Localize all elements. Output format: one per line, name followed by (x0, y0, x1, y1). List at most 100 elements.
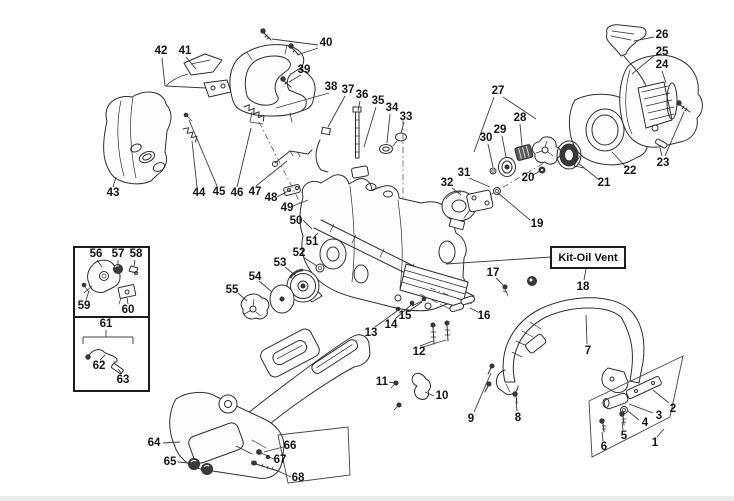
part-number-label: 56 (90, 248, 103, 260)
leader-line (284, 266, 297, 277)
part-number-label: 30 (480, 132, 493, 144)
part-number-label: 5 (621, 430, 628, 442)
part-number-label: 61 (100, 318, 113, 330)
part-number-label: 52 (293, 247, 306, 259)
part-air-filter-cover (103, 91, 172, 185)
leader-line (495, 277, 506, 288)
leader-line (126, 297, 129, 305)
leader-line (502, 96, 537, 120)
part-number-label: 49 (281, 202, 294, 214)
part-number-label: 31 (458, 167, 471, 179)
part-number-label: 64 (148, 437, 161, 449)
leader-line (664, 111, 685, 157)
kit-oil-vent-callout: Kit-Oil Vent (445, 246, 626, 269)
part-number-label: 3 (656, 410, 662, 422)
part-number-label: 39 (298, 64, 311, 76)
leader-line (99, 354, 106, 361)
leader-line (177, 461, 190, 464)
leader-line (275, 92, 330, 109)
part-number-label: 6 (601, 441, 607, 453)
leader-line (133, 259, 136, 267)
part-number-label: 60 (122, 304, 135, 316)
leader-line (263, 446, 284, 453)
leader-line (357, 100, 361, 112)
leader-line (515, 400, 518, 412)
leader-line (621, 421, 624, 431)
part-number-label: 8 (515, 412, 522, 424)
leader-line (276, 189, 291, 198)
leader-line (292, 199, 309, 207)
part-number-label: 18 (577, 281, 590, 293)
part-number-label: 62 (93, 360, 106, 372)
part-number-label: 24 (656, 59, 669, 71)
part-number-label: 27 (492, 85, 505, 97)
image-footer-strip (0, 496, 734, 501)
part-starter-assembly (556, 24, 703, 170)
part-number-label: 2 (670, 403, 676, 415)
leader-line (237, 292, 248, 302)
leader-line (419, 340, 434, 347)
leader-line (271, 38, 319, 46)
leader-line (255, 160, 288, 187)
leader-line (363, 106, 377, 148)
leader-line (469, 307, 479, 313)
part-front-handlebar (484, 297, 684, 458)
part-number-label: 19 (531, 218, 544, 230)
part-number-label: 68 (292, 472, 305, 484)
leader-line (162, 441, 181, 444)
leader-line (112, 176, 117, 188)
leader-line (601, 431, 604, 442)
leader-line (422, 339, 447, 348)
part-number-label: 34 (386, 102, 399, 114)
part-number-label: 40 (320, 37, 333, 49)
kit-callout-box (550, 246, 626, 269)
part-number-label: 7 (585, 345, 591, 357)
part-number-label: 26 (656, 29, 669, 41)
part-number-label: 36 (356, 89, 369, 101)
part-number-label: 1 (652, 437, 659, 449)
leader-line (164, 85, 207, 89)
leader-line (188, 119, 218, 187)
leader-line (661, 70, 667, 84)
part-number-label: 13 (365, 327, 378, 339)
part-number-label: 43 (107, 187, 120, 199)
part-number-label: 12 (413, 346, 426, 358)
leader-line (532, 170, 541, 176)
part-number-label: 29 (494, 124, 507, 136)
leader-line (633, 36, 655, 42)
part-number-label: 20 (522, 172, 535, 184)
leader-line (327, 95, 346, 128)
leader-line (185, 56, 197, 70)
leader-line (473, 96, 495, 153)
leader-line (394, 304, 412, 320)
leader-line (468, 177, 491, 188)
leader-line (96, 259, 103, 268)
part-number-label: 54 (249, 271, 262, 283)
leader-line (374, 310, 398, 328)
kit-callout-leader (445, 256, 552, 265)
part-number-label: 14 (385, 319, 398, 331)
part-number-label: 45 (213, 186, 226, 198)
leader-line (585, 314, 588, 345)
leader-line (277, 470, 292, 478)
leader-line (659, 147, 663, 157)
part-number-label: 11 (376, 376, 389, 388)
part-number-label: 63 (117, 374, 130, 386)
leader-line (288, 74, 302, 83)
part-number-label: 53 (274, 257, 287, 269)
leader-line (258, 280, 273, 293)
part-chain-brake-cover (169, 334, 371, 484)
part-number-label: 10 (436, 390, 449, 402)
part-number-label: 67 (274, 454, 287, 466)
leader-line (656, 428, 665, 438)
leader-line (117, 368, 123, 375)
part-clutch-group (489, 136, 562, 195)
part-number-label: 66 (284, 440, 297, 452)
part-number-label: 4 (642, 417, 649, 429)
part-cylinder-cover (165, 53, 232, 98)
leader-line (497, 192, 531, 221)
part-number-label: 25 (656, 46, 669, 58)
